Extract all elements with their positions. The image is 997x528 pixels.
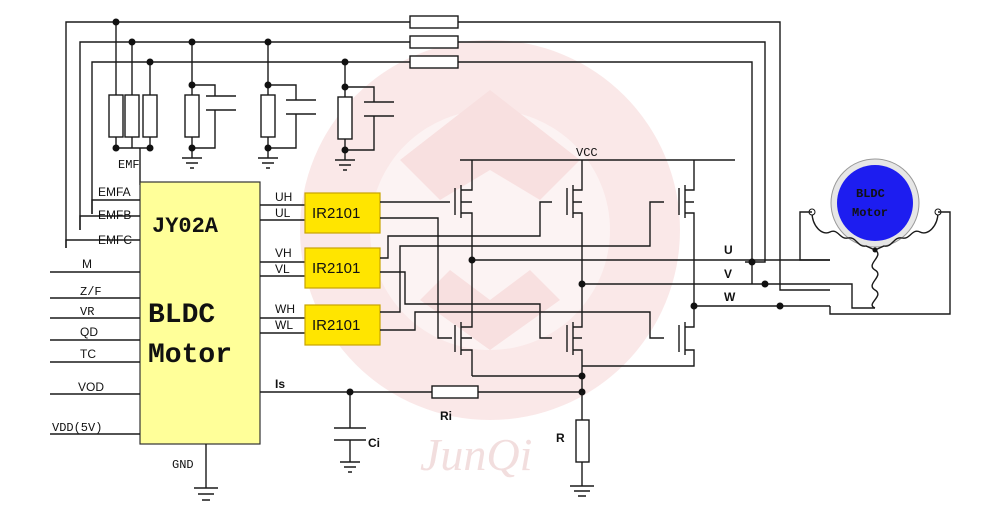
emf-label: EMF: [118, 158, 140, 172]
phase-u-label: U: [724, 243, 733, 257]
pin-vdd: VDD(5V): [52, 421, 102, 435]
driver-u: [304, 192, 381, 234]
pin-is: Is: [275, 377, 285, 391]
gate-drivers: IR2101 IR2101 IR2101: [304, 192, 381, 346]
motor-label-line2: Motor: [852, 206, 888, 220]
bldc-motor: BLDC Motor: [799, 158, 951, 315]
ci-label: Ci: [368, 436, 380, 450]
pin-emfa: EMFA: [98, 185, 131, 199]
phase-outputs: U V W: [468, 243, 830, 310]
feedback-resistor-3: [409, 55, 459, 69]
r-label: R: [556, 431, 565, 445]
pin-vl: VL: [275, 262, 290, 276]
mosfets-high: [454, 160, 695, 306]
chip-title-line2: Motor: [148, 340, 232, 371]
watermark-text: JunQi: [420, 429, 532, 480]
pin-vr: VR: [80, 305, 94, 319]
gnd-label: GND: [172, 458, 194, 472]
rc-filter-2: [258, 38, 316, 169]
phase-v-label: V: [724, 267, 732, 281]
pin-vh: VH: [275, 246, 292, 260]
driver-w-label: IR2101: [312, 317, 360, 334]
pin-uh: UH: [275, 190, 292, 204]
motor-body: [837, 165, 913, 241]
pin-qd: QD: [80, 325, 98, 339]
phase-w-label: W: [724, 290, 736, 304]
pin-m: M: [82, 257, 92, 271]
emf-network: EMF: [108, 18, 158, 185]
pin-zf: Z/F: [80, 285, 102, 299]
vcc-rail: VCC: [460, 146, 735, 161]
current-sense: Ri Ci R: [260, 372, 594, 497]
chip-right-pins: UH UL VH VL WH WL Is: [260, 190, 305, 391]
driver-v-label: IR2101: [312, 260, 360, 277]
driver-u-label: IR2101: [312, 205, 360, 222]
vcc-label: VCC: [576, 146, 598, 160]
feedback-resistor-2: [409, 35, 459, 49]
mosfets-low: [454, 260, 695, 377]
chip-left-pins: EMFA EMFB EMFC M Z/F VR QD TC VOD VDD(5V…: [50, 185, 140, 435]
feedback-resistor-1: [409, 15, 459, 29]
pin-wh: WH: [275, 302, 295, 316]
pin-emfc: EMFC: [98, 233, 132, 247]
ri-resistor: [431, 385, 479, 399]
chip-ground: GND: [172, 444, 218, 501]
pin-emfb: EMFB: [98, 208, 131, 222]
driver-v: [304, 247, 381, 289]
feedback-wires: [65, 15, 830, 291]
chip-part-number: JY02A: [152, 214, 219, 239]
watermark: JunQi: [300, 40, 680, 480]
pin-wl: WL: [275, 318, 293, 332]
pin-tc: TC: [80, 347, 96, 361]
r-resistor: [575, 419, 590, 463]
pin-ul: UL: [275, 206, 291, 220]
motor-label-line1: BLDC: [856, 187, 885, 201]
jy02a-chip: [139, 181, 261, 445]
chip-title-line1: BLDC: [148, 300, 215, 331]
pin-vod: VOD: [78, 380, 104, 394]
rc-filter-1: [182, 38, 236, 169]
rc-filter-3: [335, 58, 394, 171]
ri-label: Ri: [440, 409, 452, 423]
driver-w: [304, 304, 381, 346]
